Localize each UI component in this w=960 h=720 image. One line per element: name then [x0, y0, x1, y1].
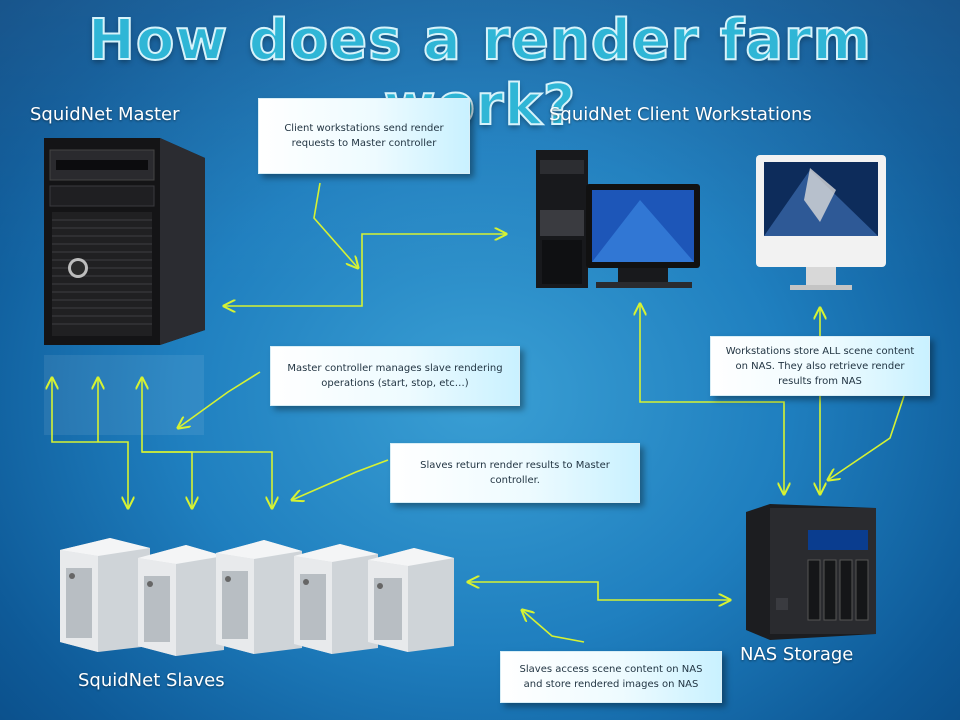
callout-client-requests: Client workstations send render requests… — [258, 98, 470, 174]
callout-slaves-access: Slaves access scene content on NAS and s… — [500, 651, 722, 703]
arrow-slaves-nas — [468, 582, 730, 600]
arrow-master-slaves-3 — [142, 378, 192, 508]
nas-storage-icon — [746, 504, 876, 640]
arrow-access-pointer — [522, 610, 585, 643]
slide-title: How does a render farm work? — [87, 7, 872, 139]
imac-icon — [756, 155, 886, 290]
nas-label: NAS Storage — [740, 644, 854, 665]
master-server-icon — [44, 138, 205, 435]
arrow-manage-pointer — [178, 371, 261, 428]
slaves-label: SquidNet Slaves — [78, 670, 225, 691]
arrow-master-clients — [224, 234, 506, 306]
arrow-store-pointer — [828, 395, 905, 480]
master-label: SquidNet Master — [30, 104, 180, 125]
arrow-master-slaves-1 — [52, 378, 128, 508]
arrow-request-pointer — [313, 182, 358, 268]
arrow-return-pointer — [292, 459, 389, 500]
client-pc-icon — [536, 150, 700, 288]
callout-workstations-store: Workstations store ALL scene content on … — [710, 336, 930, 396]
clients-label: SquidNet Client Workstations — [549, 104, 812, 125]
arrow-master-slaves-4 — [142, 451, 272, 508]
callout-master-manages: Master controller manages slave renderin… — [270, 346, 520, 406]
arrow-clients-nas — [640, 304, 784, 494]
slave-servers-icon — [60, 538, 454, 656]
callout-slaves-return: Slaves return render results to Master c… — [390, 443, 640, 503]
